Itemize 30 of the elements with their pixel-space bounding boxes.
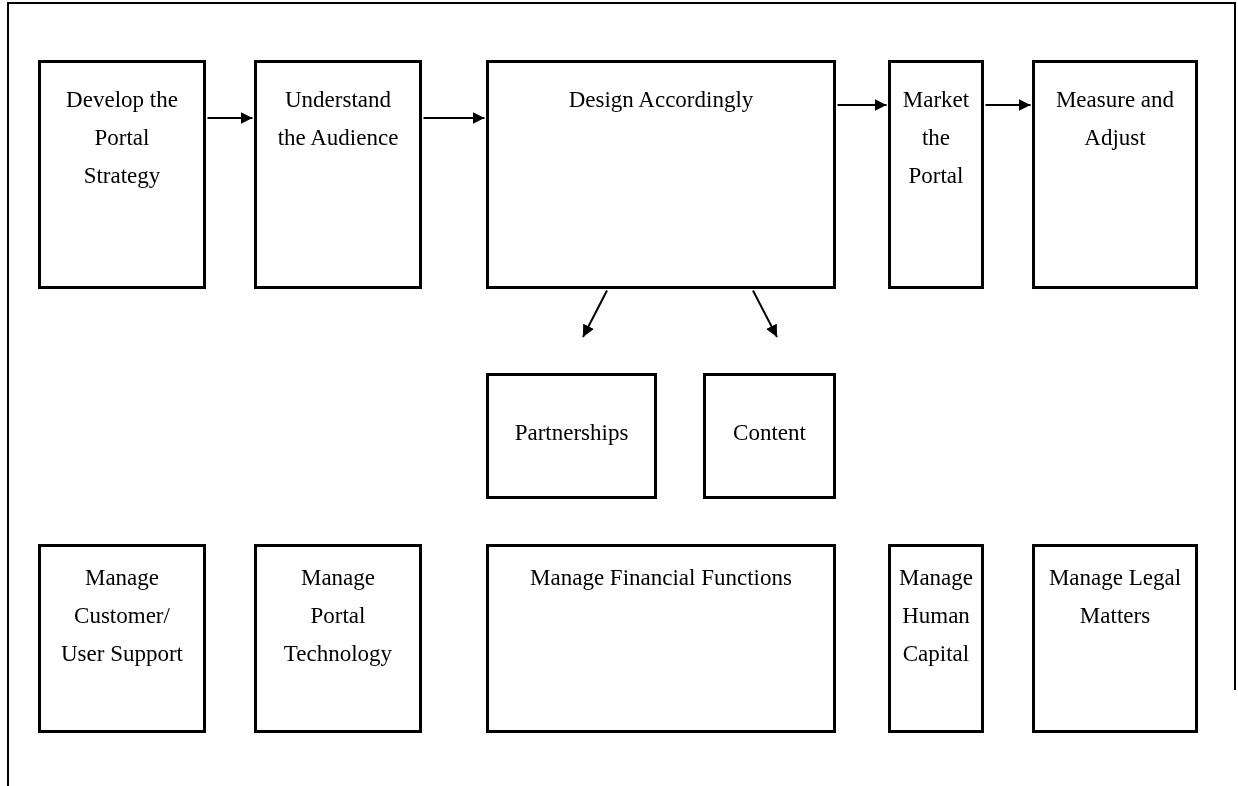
box-label: Measure and Adjust (1054, 86, 1176, 152)
box-label: Understand the Audience (276, 86, 400, 152)
process-box (888, 544, 984, 733)
box-label: Manage Financial Functions (530, 564, 792, 592)
process-box (254, 60, 422, 289)
arrow (752, 289, 778, 338)
arrow (984, 99, 1032, 111)
process-box (703, 373, 836, 499)
arrow (836, 99, 888, 111)
arrow (582, 289, 608, 338)
process-box (486, 373, 657, 499)
process-box (1032, 60, 1198, 289)
box-label: Manage Human Capital (897, 564, 975, 668)
process-box (486, 544, 836, 733)
box-label: Manage Legal Matters (1047, 564, 1183, 630)
box-label: Develop the Portal Strategy (65, 86, 179, 190)
arrow (206, 112, 254, 124)
box-label: Content (733, 419, 806, 447)
process-box (486, 60, 836, 289)
box-label: Design Accordingly (568, 86, 754, 114)
process-box (888, 60, 984, 289)
process-box (1032, 544, 1198, 733)
process-box (254, 544, 422, 733)
arrow (422, 112, 486, 124)
box-label: Manage Customer/ User Support (60, 564, 184, 668)
process-box (38, 60, 206, 289)
box-label: Market the Portal (901, 86, 971, 190)
box-label: Partnerships (514, 419, 629, 447)
process-box (38, 544, 206, 733)
box-label: Manage Portal Technology (282, 564, 394, 668)
